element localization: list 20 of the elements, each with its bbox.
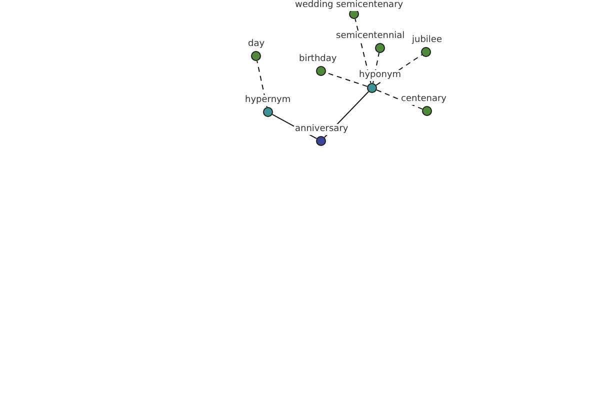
- node-label: semicentennial: [335, 31, 406, 42]
- node-label: wedding semicentenary: [294, 0, 404, 11]
- node-label: day: [247, 39, 266, 50]
- node-dot: [316, 136, 326, 146]
- node-label: hyponym: [358, 70, 402, 81]
- node-label: birthday: [298, 54, 338, 65]
- node-dot: [367, 83, 377, 93]
- node-dot: [421, 47, 431, 57]
- node-dot: [422, 106, 432, 116]
- node-label: jubilee: [411, 35, 443, 46]
- dashed-connector: [376, 89, 423, 110]
- node-label: centenary: [400, 94, 448, 105]
- node-label: anniversary: [294, 124, 350, 135]
- dashed-connector: [256, 60, 268, 108]
- node-dot: [251, 51, 261, 61]
- dashed-connector: [372, 52, 380, 84]
- node-dot: [375, 43, 385, 53]
- node-label: hypernym: [244, 95, 292, 106]
- node-dot: [316, 66, 326, 76]
- node-dot: [263, 107, 273, 117]
